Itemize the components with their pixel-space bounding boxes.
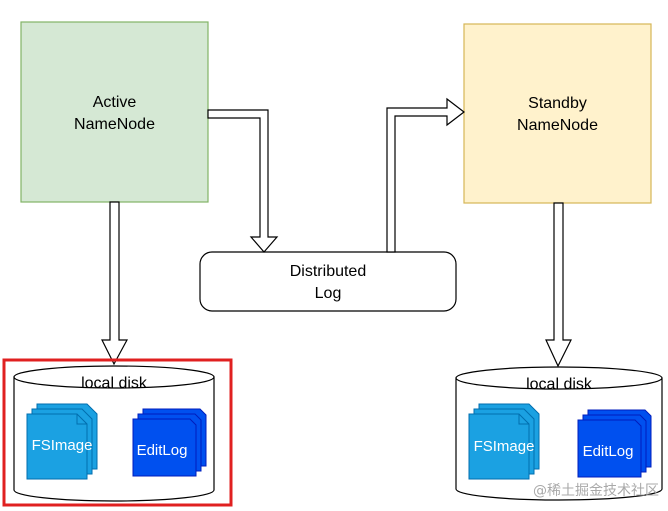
- standby-namenode-label-1: Standby: [528, 95, 587, 112]
- standby-namenode-label-2: NameNode: [517, 117, 598, 134]
- arrow-active-to-log: [207, 109, 279, 253]
- arrow-log-to-standby: [386, 97, 465, 253]
- arrow-standby-to-disk: [545, 202, 572, 368]
- right-fsimage-file-icon: FSImage: [468, 403, 540, 480]
- watermark-text: @稀土掘金技术社区: [533, 483, 659, 499]
- left-fsimage-label: FSImage: [32, 437, 93, 454]
- right-fsimage-label: FSImage: [474, 438, 535, 455]
- right-local-disk: local disk FSImage EditLog: [455, 366, 663, 501]
- right-editlog-label: EditLog: [583, 443, 634, 460]
- distributed-log-label-1: Distributed: [290, 263, 366, 280]
- right-editlog-file-icon: EditLog: [577, 409, 652, 478]
- left-editlog-label: EditLog: [137, 442, 188, 459]
- distributed-log: Distributed Log: [199, 251, 457, 312]
- left-disk-highlight-frame: [2, 358, 233, 507]
- arrow-active-to-disk: [101, 201, 129, 366]
- active-namenode: Active NameNode: [20, 21, 209, 203]
- standby-namenode: Standby NameNode: [463, 23, 652, 204]
- right-disk-label: local disk: [526, 376, 593, 393]
- left-fsimage-file-icon: FSImage: [26, 403, 98, 480]
- active-namenode-label-1: Active: [93, 94, 137, 111]
- left-editlog-file-icon: EditLog: [132, 408, 207, 477]
- distributed-log-label-2: Log: [315, 285, 342, 302]
- left-local-disk: local disk FSImage EditLog: [2, 358, 233, 507]
- left-disk-label: local disk: [81, 375, 148, 392]
- active-namenode-label-2: NameNode: [74, 116, 155, 133]
